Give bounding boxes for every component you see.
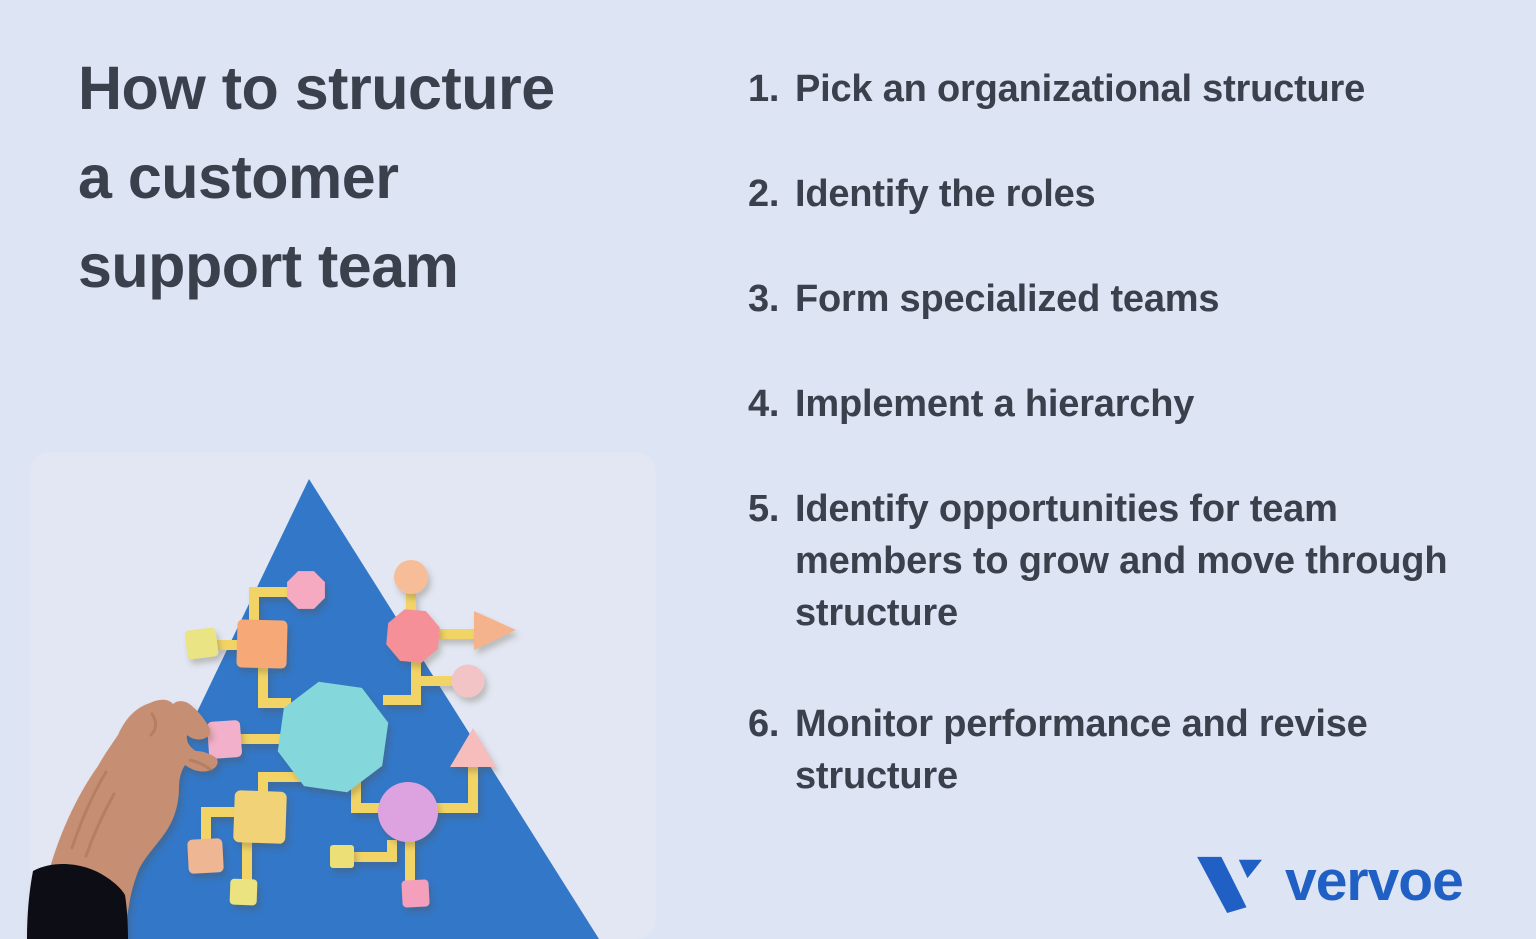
teal-octagon-shape [277, 681, 389, 793]
hand-and-arm [27, 699, 218, 939]
v-mark-stroke [1197, 856, 1247, 913]
black-sleeve [27, 864, 128, 939]
connector-line [383, 657, 421, 705]
salmon-octagon-shape [386, 609, 440, 663]
pink-triangle-shape [450, 728, 496, 767]
vervoe-logo: vervoe [1194, 849, 1464, 913]
v-mark-wedge [1238, 859, 1263, 879]
step-number: 4. [748, 383, 780, 425]
step-text: Form specialized teams [795, 278, 1220, 320]
pink-octagon-shape [287, 571, 325, 609]
step-item: 2. Identify the roles [748, 168, 1447, 220]
step-item: 4. Implement a hierarchy [748, 378, 1447, 430]
connector-line [435, 765, 478, 813]
flowchart-pyramid-illustration [27, 452, 656, 939]
connector-line [258, 667, 291, 708]
vervoe-v-icon [1197, 856, 1263, 913]
held-pink-square-shape [207, 720, 242, 759]
step-text: Identify opportunities for team members … [795, 488, 1448, 634]
tendon-line [84, 792, 116, 858]
connector-line [258, 772, 301, 793]
step-number: 2. [748, 173, 780, 215]
step-item: 1. Pick an organizational structure [748, 63, 1447, 115]
step-item: 5. Identify opportunities for team membe… [748, 483, 1448, 639]
knuckle-crease [149, 712, 158, 737]
yellow-square-bottom-shape [229, 878, 258, 906]
step-number: 6. [748, 703, 780, 745]
peach-square-shape [187, 838, 224, 874]
step-number: 3. [748, 278, 780, 320]
step-text: Implement a hierarchy [795, 383, 1195, 425]
steps-list: 1. Pick an organizational structure 2. I… [748, 63, 1448, 855]
step-text: Identify the roles [795, 173, 1096, 215]
step-number: 5. [748, 488, 780, 530]
connector-line [201, 807, 235, 841]
yellow-square-left-shape [184, 627, 219, 660]
orange-square-shape [236, 619, 288, 669]
step-number: 1. [748, 68, 780, 110]
purple-circle-shape [378, 782, 438, 842]
hand-shading [70, 712, 213, 858]
hand-skin [46, 699, 218, 917]
pink-circle-shape [451, 664, 485, 698]
tendon-line [70, 770, 108, 850]
step-text: Pick an organizational structure [795, 68, 1366, 110]
connector-line [249, 587, 290, 621]
step-text: Monitor performance and revise structure [795, 703, 1368, 797]
yellow-square-large-shape [233, 790, 287, 844]
peach-arrow-shape [474, 611, 516, 650]
thumb-crease [188, 758, 213, 772]
peach-circle-shape [394, 560, 428, 594]
yellow-square-right-shape [330, 845, 354, 868]
connector-line [353, 840, 397, 862]
step-item: 3. Form specialized teams [748, 273, 1447, 325]
vervoe-wordmark: vervoe [1285, 849, 1464, 913]
pink-square-bottom-shape [401, 879, 430, 908]
flowchart-shapes [184, 560, 516, 908]
step-item: 6. Monitor performance and revise struct… [748, 698, 1447, 802]
page-title: How to structure a customer support team [78, 54, 555, 300]
